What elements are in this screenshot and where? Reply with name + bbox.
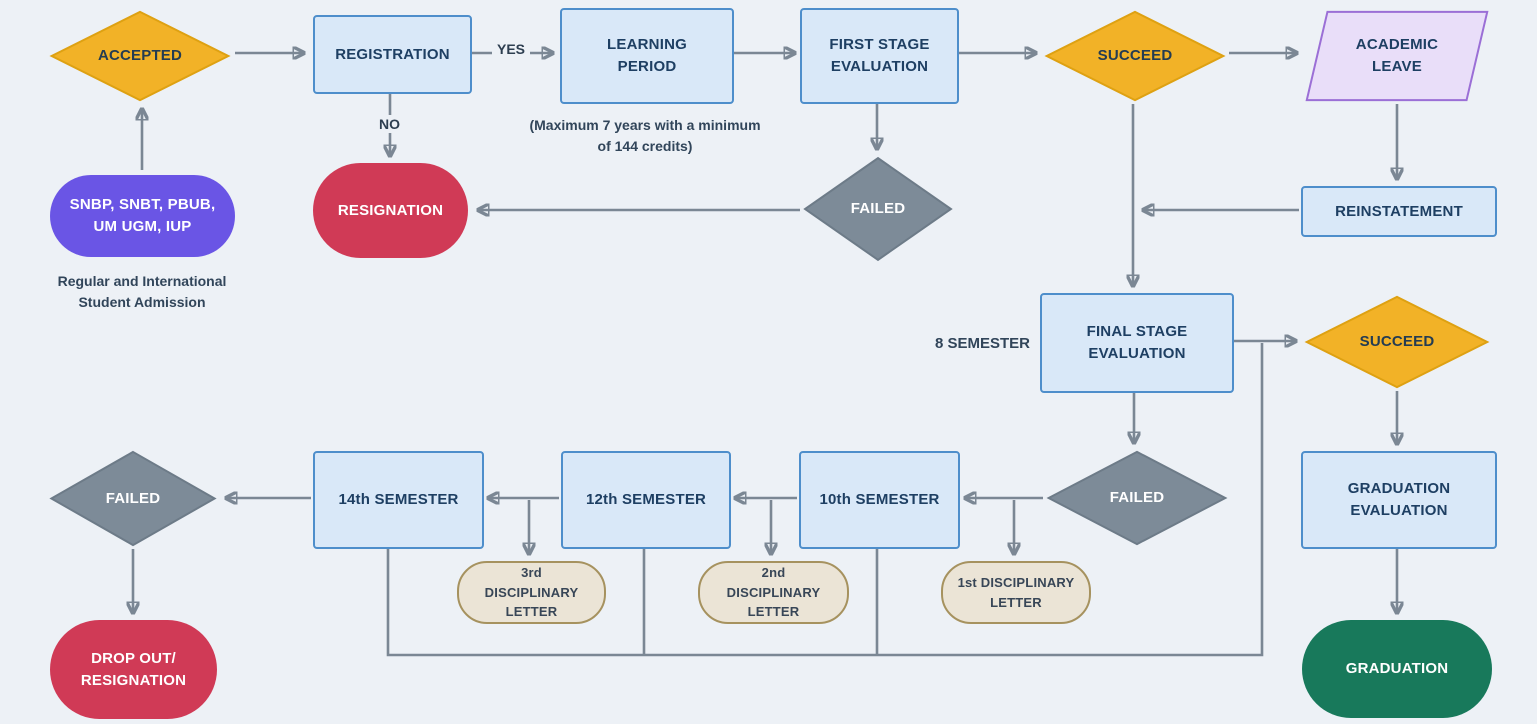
learning-period-label: LEARNING PERIOD — [607, 36, 687, 75]
letter-1-label: 1st DISCIPLINARY LETTER — [957, 575, 1075, 610]
drop-out-node: DROP OUT/ RESIGNATION — [50, 620, 217, 719]
admission-node: SNBP, SNBT, PBUB, UM UGM, IUP — [50, 175, 235, 257]
graduation-label: GRADUATION — [1345, 660, 1449, 678]
academic-leave-label: ACADEMIC LEAVE — [1355, 36, 1439, 75]
semester-note: 8 SEMESTER — [934, 335, 1030, 352]
diamond-shape — [48, 10, 232, 102]
reinstatement-label: REINSTATEMENT — [1335, 202, 1463, 220]
failed-extension-node: FAILED — [48, 450, 218, 547]
diamond-shape — [802, 156, 954, 262]
failed-first-label: FAILED — [850, 200, 906, 218]
diamond-shape — [48, 450, 218, 547]
graduation-evaluation-node: GRADUATION EVALUATION — [1301, 451, 1497, 549]
final-stage-evaluation-node: FINAL STAGE EVALUATION — [1040, 293, 1234, 393]
letter-2-node: 2nd DISCIPLINARY LETTER — [698, 561, 849, 624]
semester-10-node: 10th SEMESTER — [799, 451, 960, 549]
letter-2-label: 2nd DISCIPLINARY LETTER — [726, 565, 821, 620]
reinstatement-node: REINSTATEMENT — [1301, 186, 1497, 237]
accepted-label: ACCEPTED — [97, 47, 183, 65]
letter-1-node: 1st DISCIPLINARY LETTER — [941, 561, 1091, 624]
succeed-first-node: SUCCEED — [1043, 10, 1227, 102]
accepted-node: ACCEPTED — [48, 10, 232, 102]
first-stage-evaluation-node: FIRST STAGE EVALUATION — [800, 8, 959, 104]
semester-10-label: 10th SEMESTER — [819, 491, 940, 509]
registration-node: REGISTRATION — [313, 15, 472, 94]
resignation-node: RESIGNATION — [313, 163, 468, 258]
semester-14-node: 14th SEMESTER — [313, 451, 484, 549]
learning-period-note: (Maximum 7 years with a minimum of 144 c… — [529, 117, 761, 154]
diamond-shape — [1043, 10, 1227, 102]
resignation-label: RESIGNATION — [337, 201, 444, 219]
succeed-first-label: SUCCEED — [1097, 47, 1173, 65]
registration-label: REGISTRATION — [335, 45, 450, 63]
drop-out-label: DROP OUT/ RESIGNATION — [80, 649, 187, 689]
edge-sem14-feedback — [386, 343, 1264, 657]
letter-3-label: 3rd DISCIPLINARY LETTER — [484, 565, 579, 620]
final-stage-evaluation-label: FINAL STAGE EVALUATION — [1086, 323, 1188, 362]
succeed-final-label: SUCCEED — [1359, 333, 1435, 351]
graduation-node: GRADUATION — [1302, 620, 1492, 718]
semester-12-label: 12th SEMESTER — [585, 491, 707, 509]
succeed-final-node: SUCCEED — [1303, 295, 1491, 389]
learning-period-node: LEARNING PERIOD — [560, 8, 734, 104]
yes-edge-label: YES — [492, 40, 531, 58]
failed-first-node: FAILED — [802, 156, 954, 262]
failed-extension-label: FAILED — [105, 489, 161, 507]
letter-3-node: 3rd DISCIPLINARY LETTER — [457, 561, 606, 624]
semester-12-node: 12th SEMESTER — [561, 451, 731, 549]
academic-leave-node: ACADEMIC LEAVE — [1303, 10, 1491, 102]
semester-14-label: 14th SEMESTER — [338, 491, 459, 509]
failed-final-node: FAILED — [1045, 450, 1229, 546]
diamond-shape — [1303, 295, 1491, 389]
failed-final-label: FAILED — [1109, 489, 1165, 507]
no-edge-label: NO — [374, 115, 405, 133]
first-stage-evaluation-label: FIRST STAGE EVALUATION — [829, 36, 930, 75]
parallelogram-shape — [1303, 10, 1491, 102]
graduation-evaluation-label: GRADUATION EVALUATION — [1347, 480, 1451, 519]
admission-caption: Regular and International Student Admiss… — [57, 273, 227, 310]
diamond-shape — [1045, 450, 1229, 546]
admission-label: SNBP, SNBT, PBUB, UM UGM, IUP — [69, 196, 216, 235]
